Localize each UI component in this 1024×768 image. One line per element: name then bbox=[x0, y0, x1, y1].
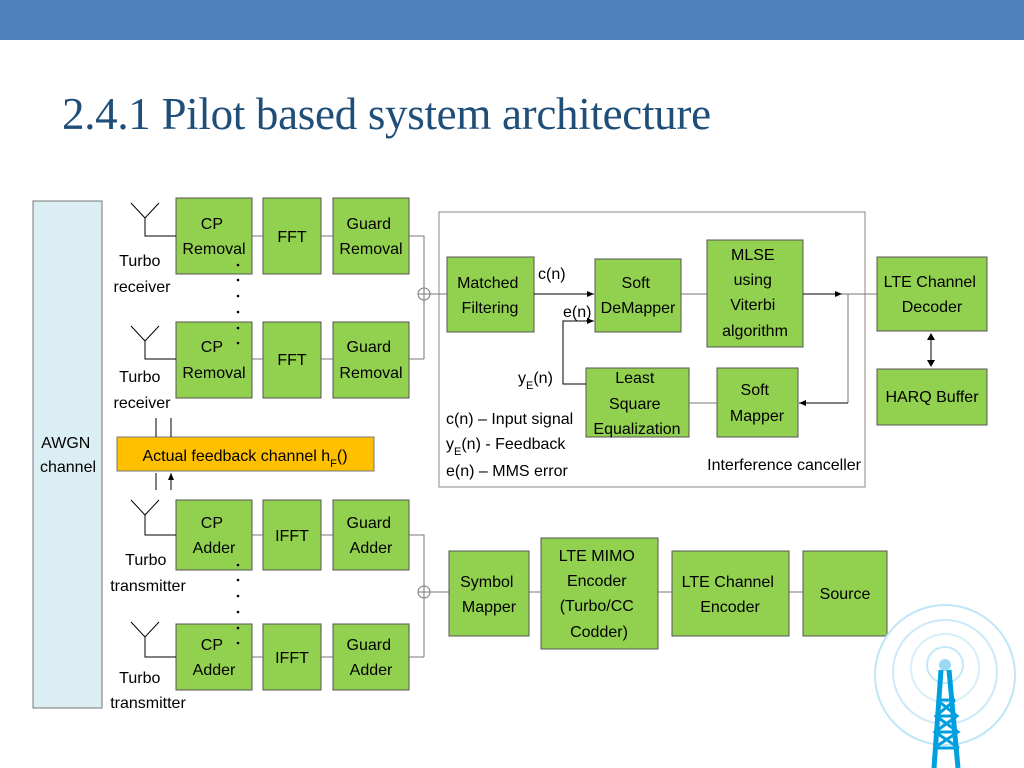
guard-adder-label: Guard Adder bbox=[347, 637, 396, 679]
mlse-block bbox=[706, 239, 804, 348]
signal-cn-label: c(n) bbox=[538, 266, 566, 283]
combiner-icon bbox=[417, 585, 431, 599]
antenna-icon bbox=[130, 325, 176, 360]
cp-removal-block bbox=[175, 197, 253, 275]
fft-label: FFT bbox=[277, 229, 307, 246]
fft-label: FFT bbox=[277, 352, 307, 369]
least-square-equalization-label: Least Square Equalization bbox=[593, 370, 680, 438]
antenna-icon bbox=[130, 621, 176, 658]
guard-adder-block bbox=[332, 499, 410, 571]
legend-line: e(n) – MMS error bbox=[446, 463, 568, 480]
symbol-mapper-block bbox=[448, 550, 530, 637]
antenna-icon bbox=[130, 499, 176, 536]
source-label: Source bbox=[820, 586, 871, 603]
wire-ye-en bbox=[562, 318, 594, 385]
mlse-label: MLSE using Viterbi algorithm bbox=[722, 247, 788, 340]
guard-removal-label: Guard Removal bbox=[339, 339, 402, 382]
legend-line: yE(n) - Feedback bbox=[446, 436, 566, 458]
fft-block bbox=[262, 321, 322, 399]
feedback-channel-label: Actual feedback channel hF() bbox=[142, 448, 347, 470]
receiver-1: CP Removal FFT Guard Removal Turbo recei… bbox=[114, 197, 410, 296]
cp-adder-block bbox=[175, 499, 253, 571]
least-square-equalization-block bbox=[585, 367, 690, 438]
cp-removal-label: CP Removal bbox=[182, 216, 245, 258]
turbo-transmitter-label: Turbo transmitter bbox=[110, 670, 186, 712]
soft-mapper-block bbox=[716, 367, 799, 438]
receiver-2: CP Removal FFT Guard Removal Turbo recei… bbox=[114, 321, 410, 412]
source-block bbox=[802, 550, 888, 637]
cp-adder-block bbox=[175, 623, 253, 691]
soft-mapper-label: Soft Mapper bbox=[730, 382, 785, 425]
awgn-channel-label: AWGN channel bbox=[40, 435, 96, 476]
matched-filtering-block bbox=[446, 256, 535, 333]
turbo-receiver-label: Turbo receiver bbox=[114, 369, 172, 412]
lte-channel-decoder-label: LTE Channel Decoder bbox=[884, 274, 981, 316]
soft-demapper-label: Soft DeMapper bbox=[601, 275, 676, 317]
transmitter-1: CP Adder IFFT Guard Adder Turbo transmit… bbox=[110, 499, 410, 595]
ifft-block bbox=[262, 623, 322, 691]
interference-canceller-label: Interference canceller bbox=[707, 457, 862, 474]
cp-removal-label: CP Removal bbox=[182, 339, 245, 382]
symbol-mapper-label: Symbol Mapper bbox=[460, 574, 518, 616]
antenna-icon bbox=[130, 202, 176, 237]
guard-removal-label: Guard Removal bbox=[339, 216, 402, 258]
combiner-icon bbox=[417, 287, 431, 301]
lte-mimo-encoder-label: LTE MIMO Encoder (Turbo/CC Codder) bbox=[559, 548, 640, 641]
matched-filtering-label: Matched Filtering bbox=[457, 275, 523, 317]
slide-title: 2.4.1 Pilot based system architecture bbox=[62, 89, 711, 139]
cp-adder-label: CP Adder bbox=[193, 637, 236, 679]
lte-channel-decoder-block bbox=[876, 256, 988, 332]
transmitter-ellipsis bbox=[236, 563, 240, 645]
top-accent-bar bbox=[0, 0, 1024, 40]
lte-mimo-encoder-block bbox=[540, 537, 659, 650]
guard-removal-block bbox=[332, 197, 410, 275]
cp-adder-label: CP Adder bbox=[193, 515, 236, 557]
cp-removal-block bbox=[175, 321, 253, 399]
guard-adder-label: Guard Adder bbox=[347, 515, 396, 557]
receiver-connectors bbox=[252, 235, 425, 360]
soft-demapper-block bbox=[594, 258, 682, 333]
decoder-harq-link bbox=[927, 333, 935, 367]
ifft-block bbox=[262, 499, 322, 571]
radio-tower-icon bbox=[874, 604, 1016, 768]
lte-channel-encoder-label: LTE Channel Encoder bbox=[682, 574, 779, 616]
harq-buffer-label: HARQ Buffer bbox=[885, 389, 979, 406]
guard-removal-block bbox=[332, 321, 410, 399]
feedback-channel-block bbox=[116, 436, 375, 472]
signal-en-label: e(n) bbox=[563, 304, 591, 321]
legend-line: c(n) – Input signal bbox=[446, 411, 573, 428]
receiver-ellipsis bbox=[236, 263, 240, 345]
turbo-transmitter-label: Turbo transmitter bbox=[110, 552, 186, 595]
awgn-channel-block bbox=[32, 200, 103, 709]
feedback-arrows bbox=[155, 418, 171, 490]
guard-adder-block bbox=[332, 623, 410, 691]
turbo-receiver-label: Turbo receiver bbox=[114, 253, 172, 296]
signal-legend: c(n) – Input signal yE(n) - Feedback e(n… bbox=[446, 411, 573, 480]
wire-to-decoder bbox=[842, 293, 877, 403]
harq-buffer-block bbox=[876, 368, 988, 426]
signal-ye-label: yE(n) bbox=[518, 370, 553, 392]
lte-channel-encoder-block bbox=[671, 550, 790, 637]
ifft-label: IFFT bbox=[275, 528, 309, 545]
transmitter-2: CP Adder IFFT Guard Adder Turbo transmit… bbox=[110, 621, 410, 712]
transmitter-connectors bbox=[252, 534, 425, 658]
ifft-label: IFFT bbox=[275, 650, 309, 667]
